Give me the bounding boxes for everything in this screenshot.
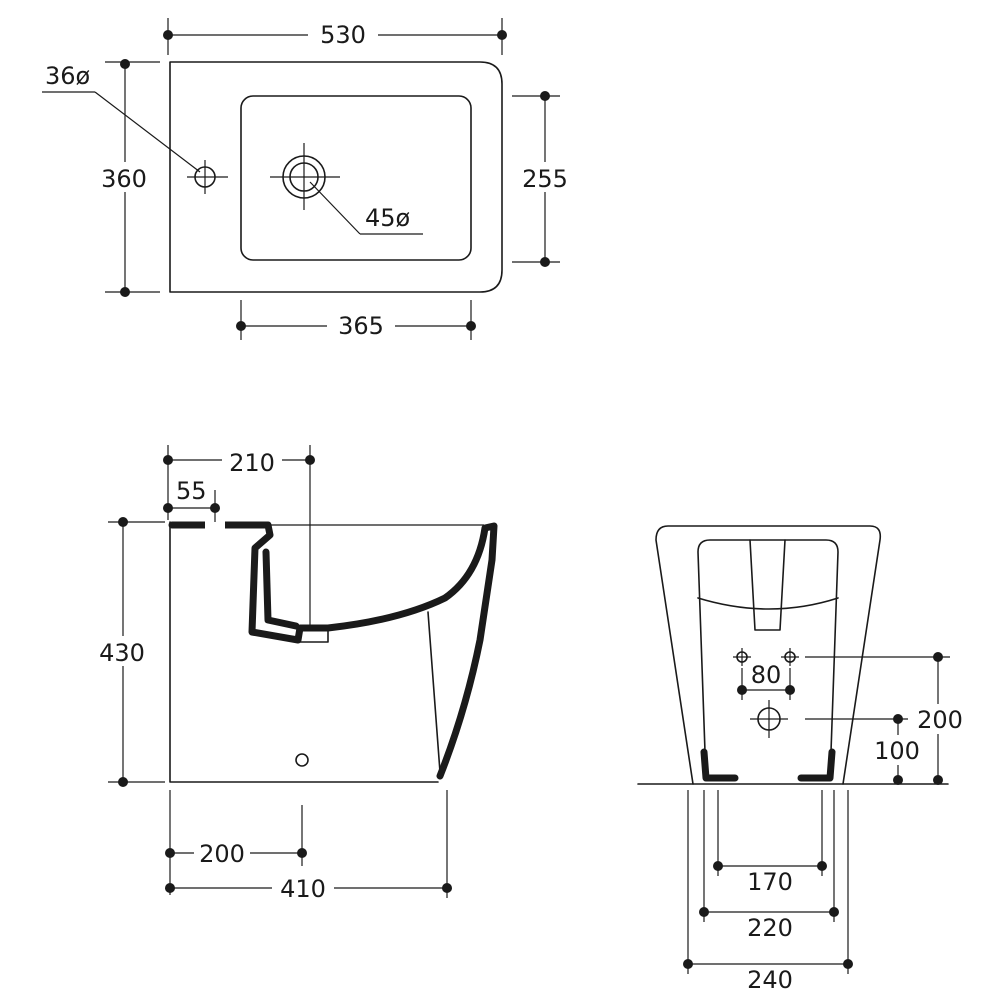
dim-basin-width-365: 365 — [338, 312, 384, 340]
dim-foot-mid-220: 220 — [747, 914, 793, 942]
label-waste-diameter: 45ø — [365, 204, 410, 232]
dim-waste-height-100: 100 — [874, 737, 920, 765]
dim-to-tap-55: 55 — [176, 477, 207, 505]
side-view-section — [168, 521, 498, 780]
dim-foot-inner-170: 170 — [747, 868, 793, 896]
label-tap-hole-diameter: 36ø — [45, 62, 90, 90]
top-view-outline — [169, 61, 503, 293]
dim-fixing-height-200: 200 — [917, 706, 963, 734]
dim-width-530: 530 — [320, 21, 366, 49]
dim-height-430: 430 — [99, 639, 145, 667]
dim-length-410: 410 — [280, 875, 326, 903]
dim-basin-depth-255: 255 — [522, 165, 568, 193]
dim-depth-360: 360 — [101, 165, 147, 193]
dim-foot-outer-240: 240 — [747, 966, 793, 994]
top-view: 530 360 255 365 36ø 45ø — [42, 18, 576, 340]
top-view-basin — [240, 95, 472, 261]
dim-to-waste-210: 210 — [229, 449, 275, 477]
back-view-outline — [655, 525, 882, 785]
side-view: 210 55 430 200 410 — [94, 445, 498, 903]
back-view: 80 200 100 170 220 240 — [637, 525, 965, 994]
side-view-body — [169, 521, 439, 783]
inlet-hole-icon — [295, 753, 309, 767]
dim-to-inlet-200: 200 — [199, 840, 245, 868]
dim-fixing-spacing-80: 80 — [751, 661, 782, 689]
